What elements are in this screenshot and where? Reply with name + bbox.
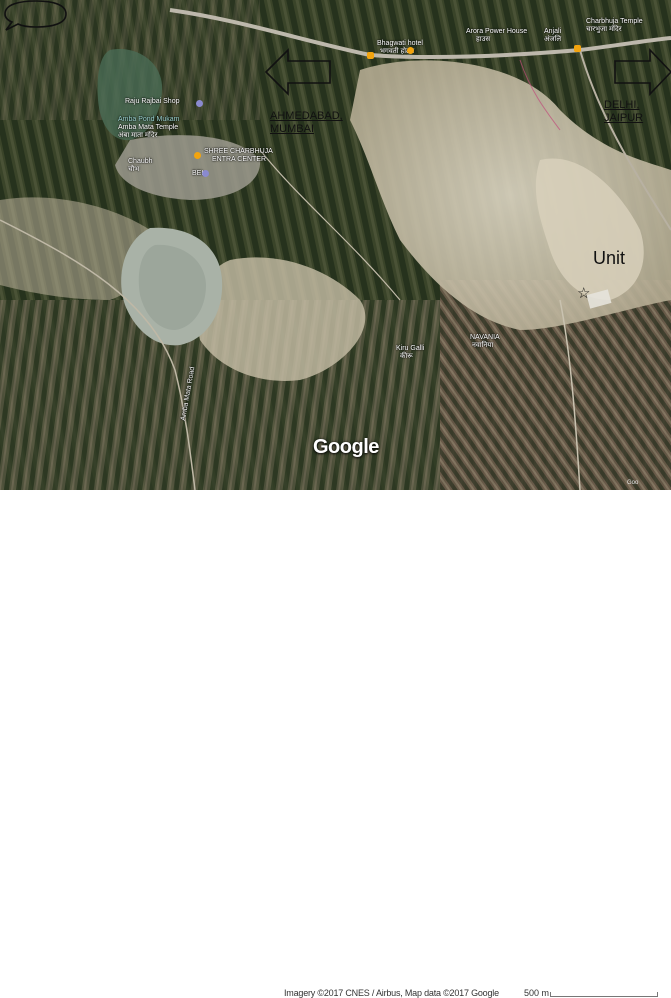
- place-pin-icon[interactable]: [202, 170, 209, 177]
- satellite-imagery: [0, 0, 671, 490]
- place-label: हाउस: [476, 36, 491, 43]
- place-label: कीरू: [400, 353, 413, 360]
- place-label: Raju Rajbai Shop: [125, 98, 180, 105]
- scale-label: 500 m: [524, 988, 550, 998]
- shop-pin-icon[interactable]: [194, 152, 201, 159]
- unit-label: Unit: [592, 248, 625, 268]
- direction-label-west: AHMEDABAD, MUMBAI: [270, 110, 343, 135]
- hotel-pin-icon[interactable]: [367, 52, 374, 59]
- place-label: Amba Pond Mukam: [118, 116, 180, 123]
- place-label: ENTRA CENTER: [212, 156, 267, 163]
- direction-label-east: DELHI, JAIPUR: [604, 99, 644, 124]
- place-label: नवानिया: [472, 342, 494, 349]
- left-arrow-icon: [264, 48, 331, 96]
- map-attribution[interactable]: Imagery ©2017 CNES / Airbus, Map data ©2…: [284, 988, 499, 998]
- place-label: चौभ: [128, 166, 140, 173]
- place-label: चारभुजा मंदिर: [586, 26, 622, 33]
- place-label: Anjali: [544, 28, 562, 35]
- scale-bar[interactable]: [550, 992, 658, 997]
- place-pin-icon[interactable]: [407, 47, 414, 54]
- place-label: NAVANIA: [470, 334, 500, 341]
- right-arrow-icon: [614, 48, 671, 96]
- place-label: Kiru Galli: [396, 345, 425, 352]
- place-label: Amba Mata Temple: [118, 124, 179, 131]
- corner-logo: Goo: [627, 480, 639, 486]
- place-label: अंबा माता मंदिर: [118, 132, 158, 139]
- place-label: Arora Power House: [466, 28, 528, 35]
- place-label: Chaubh: [128, 158, 153, 165]
- google-logo: Google: [313, 436, 379, 458]
- place-label: अंजलि: [544, 36, 562, 43]
- place-label: भगवती होटल: [380, 48, 415, 55]
- unit-callout: [4, 0, 67, 31]
- temple-pin-icon[interactable]: [574, 45, 581, 52]
- place-label: Charbhuja Temple: [586, 18, 643, 25]
- place-label: BEL: [192, 170, 206, 177]
- satellite-map[interactable]: Raju Rajbai Shop Amba Pond Mukam Amba Ma…: [0, 0, 671, 490]
- map-footer: Imagery ©2017 CNES / Airbus, Map data ©2…: [0, 490, 671, 998]
- place-label: Bhagwati hotel: [377, 40, 423, 47]
- place-label: SHREE CHARBHUJA: [204, 148, 273, 155]
- shop-pin-icon[interactable]: [196, 100, 203, 107]
- star-icon: ☆: [577, 285, 591, 302]
